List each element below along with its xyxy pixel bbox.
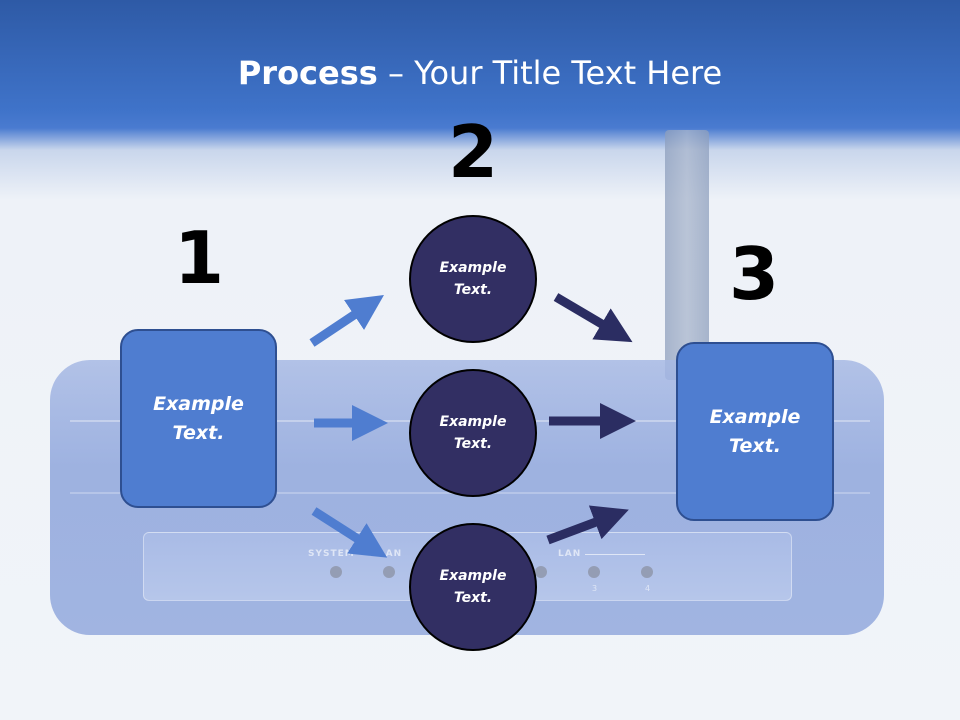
led-indicator <box>535 566 547 578</box>
step-1-line1: Example <box>153 393 244 415</box>
circle-middle-line2: Text. <box>453 436 493 452</box>
led-number: 4 <box>645 584 651 593</box>
step-2-circle-bottom: Example Text. <box>409 523 537 651</box>
step-3-line1: Example <box>709 406 801 428</box>
step-number-1: 1 <box>173 216 225 300</box>
slide-title-bold: Process <box>237 54 378 92</box>
circle-top-line2: Text. <box>453 282 493 298</box>
slide-title: Process – Your Title Text Here <box>0 54 960 92</box>
panel-label-system: SYSTEM <box>308 549 355 559</box>
step-2-circle-middle: Example Text. <box>409 369 537 497</box>
circle-bottom-line1: Example <box>439 567 507 584</box>
panel-divider-line <box>585 554 645 555</box>
panel-label-lan: LAN <box>558 549 582 559</box>
step-3-box: Example Text. <box>676 342 834 521</box>
router-antenna <box>665 130 709 380</box>
led-indicator <box>383 566 395 578</box>
step-1-line2: Text. <box>172 421 225 444</box>
arrow-bottom-to-right <box>546 505 629 545</box>
arrow-top-to-right <box>553 293 633 343</box>
arrow-left-to-bottom <box>311 507 388 558</box>
step-number-2: 2 <box>447 110 499 194</box>
step-1-box: Example Text. <box>120 329 277 508</box>
circle-middle-line1: Example <box>439 413 507 430</box>
led-indicator <box>641 566 653 578</box>
led-indicator <box>330 566 342 578</box>
led-indicator <box>588 566 600 578</box>
slide-title-rest: – Your Title Text Here <box>377 54 723 92</box>
step-number-3: 3 <box>728 232 780 316</box>
step-3-line2: Text. <box>729 434 781 457</box>
arrow-left-to-top <box>309 295 384 347</box>
led-number: 3 <box>592 584 598 593</box>
step-2-circle-top: Example Text. <box>409 215 537 343</box>
circle-top-line1: Example <box>439 259 507 276</box>
circle-bottom-line2: Text. <box>453 590 493 606</box>
step-1-text: Example Text. <box>153 390 244 447</box>
step-3-text: Example Text. <box>710 403 801 460</box>
